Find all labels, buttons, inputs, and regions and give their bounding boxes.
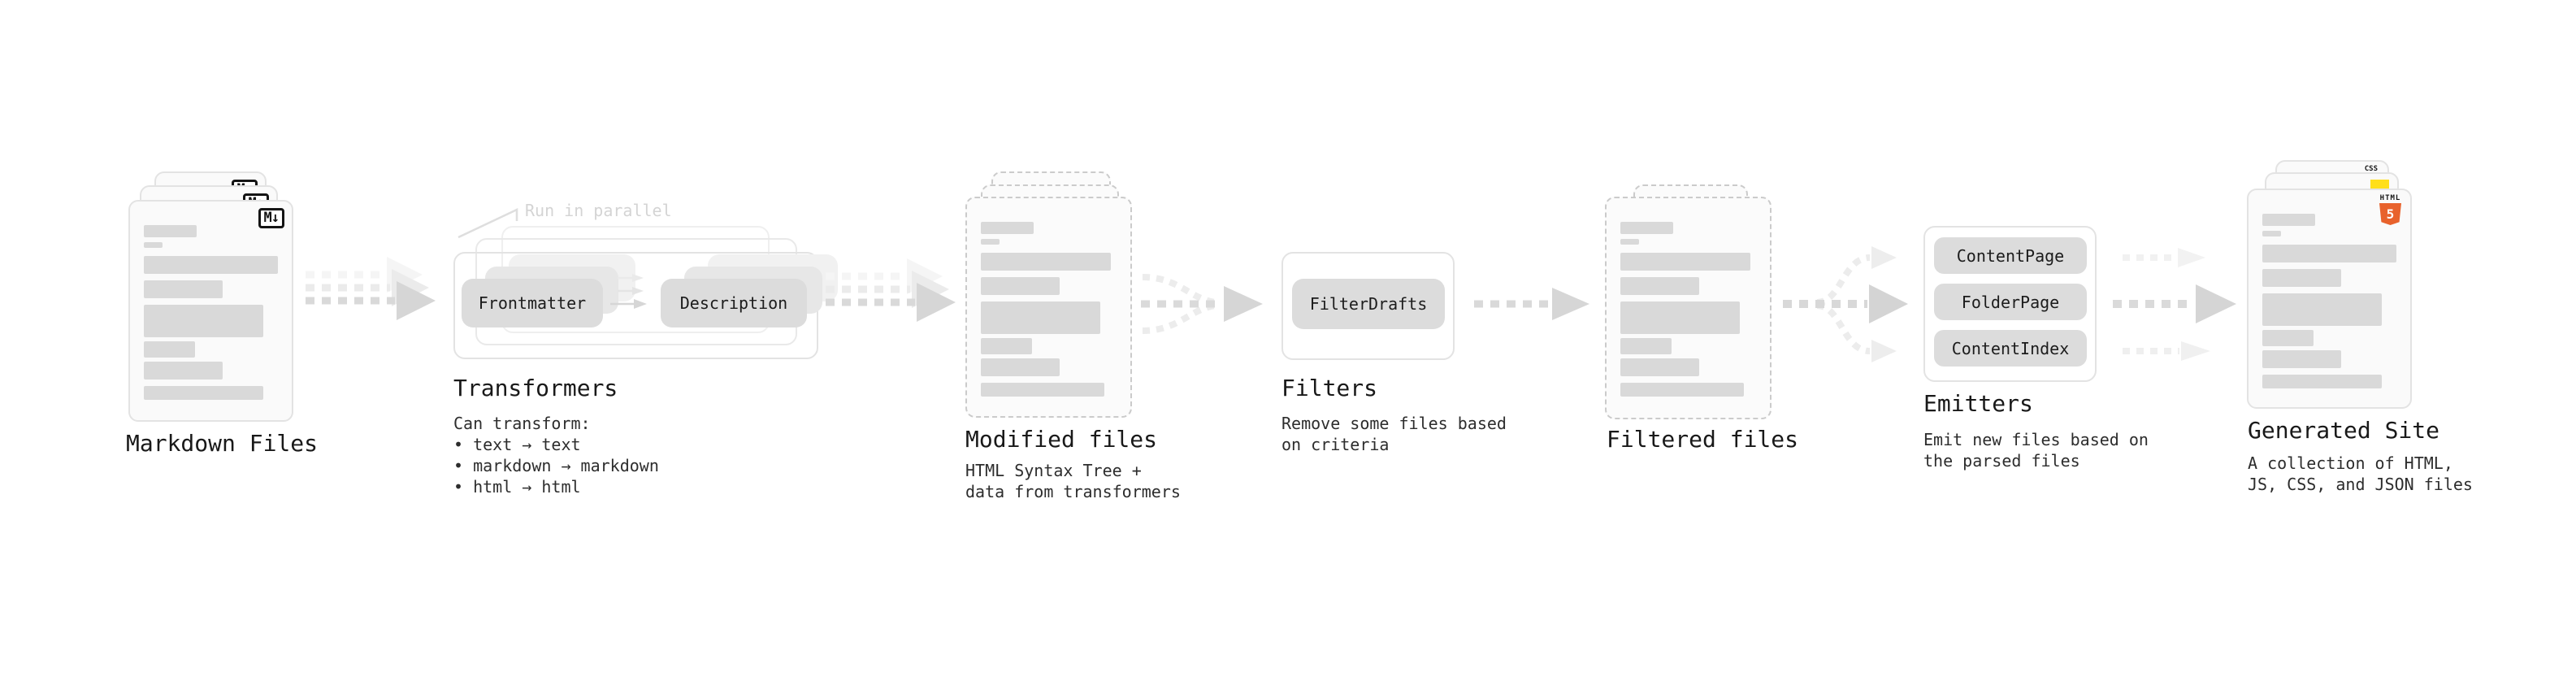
filters-frame [1281, 252, 1455, 360]
emitters-frame [1923, 226, 2097, 382]
emitters-description: Emit new files based on the parsed files [1923, 430, 2149, 471]
placeholder-bar [981, 301, 1100, 334]
placeholder-bar [1620, 277, 1699, 295]
placeholder-bar [1620, 253, 1750, 271]
generated-file-card-front: HTML 5 [2247, 189, 2412, 409]
flow-arrow-icon [1474, 288, 1589, 320]
placeholder-bar [1620, 222, 1673, 234]
placeholder-bar [144, 242, 163, 248]
placeholder-bar [2262, 330, 2314, 346]
placeholder-bar [1620, 383, 1744, 397]
placeholder-bar [2262, 350, 2341, 368]
placeholder-bar [144, 256, 278, 274]
modified-files-description: HTML Syntax Tree + data from transformer… [965, 461, 1181, 501]
placeholder-bar [981, 338, 1032, 354]
filters-description: Remove some files based on criteria [1281, 414, 1507, 454]
filterdrafts-pill: FilterDrafts [1292, 279, 1445, 329]
placeholder-bar [144, 225, 197, 237]
markdown-file-card-front: M↓ [128, 200, 293, 422]
generated-site-label: Generated Site [2248, 417, 2440, 444]
parallel-arrows-icon [610, 274, 647, 309]
placeholder-bar [2262, 231, 2281, 236]
markdown-files-label: Markdown Files [126, 430, 319, 457]
split-arrow-icon [1783, 246, 1908, 362]
placeholder-bar [2262, 293, 2382, 326]
folderpage-pill: FolderPage [1934, 284, 2087, 320]
placeholder-bar [981, 277, 1060, 295]
modified-files-label: Modified files [965, 426, 1158, 453]
filtered-files-label: Filtered files [1607, 426, 1799, 453]
placeholder-bar [144, 341, 195, 358]
markdown-icon: M↓ [258, 208, 284, 228]
filters-label: Filters [1281, 375, 1378, 401]
modified-file-card-front [965, 197, 1132, 418]
contentpage-pill: ContentPage [1934, 237, 2087, 274]
transformers-label: Transformers [453, 375, 618, 401]
placeholder-bar [144, 362, 223, 380]
placeholder-bar [981, 383, 1104, 397]
placeholder-bar [144, 305, 263, 337]
filtered-file-card-front [1605, 197, 1772, 419]
html5-shield: 5 [2379, 203, 2401, 225]
placeholder-bar [981, 222, 1034, 234]
placeholder-bar [981, 358, 1060, 376]
placeholder-bar [144, 386, 263, 400]
contentindex-pill: ContentIndex [1934, 330, 2087, 367]
placeholder-bar [2262, 269, 2341, 287]
html5-word: HTML [2379, 194, 2401, 202]
placeholder-bar [2262, 375, 2382, 388]
placeholder-bar [981, 239, 1000, 245]
frontmatter-pill: Frontmatter [462, 279, 603, 327]
flow-arrow-icon [306, 257, 436, 320]
generated-site-description: A collection of HTML, JS, CSS, and JSON … [2248, 453, 2473, 494]
placeholder-bar [144, 280, 223, 298]
placeholder-bar [2262, 214, 2315, 226]
flow-arrow-icon [826, 258, 956, 322]
output-arrows-icon [2113, 248, 2236, 361]
placeholder-bar [981, 253, 1111, 271]
placeholder-bar [1620, 301, 1740, 334]
emitters-label: Emitters [1923, 390, 2033, 417]
placeholder-bar [2262, 245, 2396, 262]
js-icon [2370, 180, 2389, 189]
placeholder-bar [1620, 239, 1639, 245]
run-in-parallel-label: Run in parallel [525, 201, 672, 220]
description-pill: Description [661, 279, 807, 327]
placeholder-bar [1620, 338, 1672, 354]
merge-arrow-icon [1141, 274, 1263, 334]
placeholder-bar [1620, 358, 1699, 376]
callout-line [458, 208, 518, 239]
transformers-description: Can transform: • text → text • markdown … [453, 414, 659, 497]
html5-icon: HTML 5 [2378, 194, 2403, 225]
